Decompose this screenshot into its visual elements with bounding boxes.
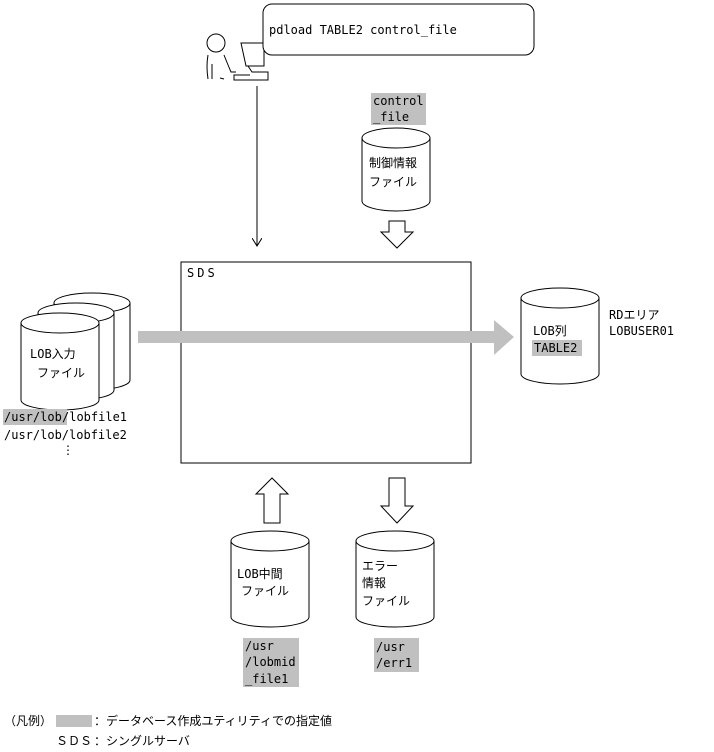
lob-mid-file-cylinder	[230, 530, 310, 628]
error-file-cylinder	[355, 530, 435, 628]
lobmid-to-sds-arrow	[254, 477, 290, 524]
control-file-highlight	[371, 93, 426, 125]
lob-input-more: ⋮	[62, 443, 74, 457]
legend-sds-desc: ：シングルサーバ	[94, 734, 190, 748]
legend-prefix: （凡例）	[4, 714, 52, 728]
command-text: pdload TABLE2 control_file	[269, 23, 457, 37]
lob-mid-title-1: LOB中間	[237, 566, 283, 581]
lob-input-file-cylinders	[20, 292, 131, 411]
rdarea-name: LOBUSER01	[609, 324, 674, 338]
lob-input-path-2: /usr/lob/lobfile2	[4, 428, 127, 442]
lob-mid-path-3: _file1	[245, 672, 288, 686]
rdarea-label: RDエリア	[609, 308, 659, 322]
terminal-icon	[233, 42, 269, 81]
error-path-1: /usr	[376, 640, 405, 654]
control-file-label-2: _file	[373, 110, 409, 124]
legend-gray-swatch	[56, 715, 92, 727]
lob-column-title: LOB列	[533, 324, 567, 338]
legend-gray-desc: ：データベース作成ユティリティでの指定値	[94, 713, 332, 728]
sds-label: SDS	[187, 266, 218, 280]
lob-input-path-1a: /usr/lob	[4, 410, 62, 424]
control-info-file-cylinder	[361, 127, 431, 212]
command-callout	[262, 3, 535, 56]
lobmid-path-highlight	[243, 638, 299, 687]
control-to-sds-arrow	[379, 220, 415, 249]
control-info-title-2: ファイル	[369, 175, 417, 189]
legend-sds-abbr: ＳＤＳ	[56, 734, 92, 748]
error-title-3: ファイル	[362, 594, 410, 608]
lob-input-title-1: LOB入力	[30, 347, 76, 361]
control-info-title-1: 制御情報	[369, 155, 417, 170]
lob-mid-path-1: /usr	[245, 639, 274, 653]
lob-path-highlight	[3, 409, 67, 425]
sds-box	[180, 261, 472, 464]
lob-mid-path-2: /lobmid	[245, 655, 296, 669]
error-path-highlight	[374, 638, 419, 672]
lob-input-title-2: ファイル	[37, 366, 85, 380]
lob-mid-title-2: ファイル	[241, 584, 289, 598]
lob-input-path-1b: /lobfile1	[62, 410, 127, 424]
error-title-1: エラー	[362, 559, 398, 573]
user-icon	[206, 33, 236, 80]
sds-to-error-arrow	[379, 477, 415, 524]
error-path-2: /err1	[376, 656, 412, 670]
data-flow-arrow	[138, 320, 514, 355]
lob-column-table: TABLE2	[534, 341, 577, 355]
control-file-label-1: control	[373, 94, 424, 108]
error-title-2: 情報	[362, 576, 386, 590]
table2-highlight	[532, 340, 582, 356]
